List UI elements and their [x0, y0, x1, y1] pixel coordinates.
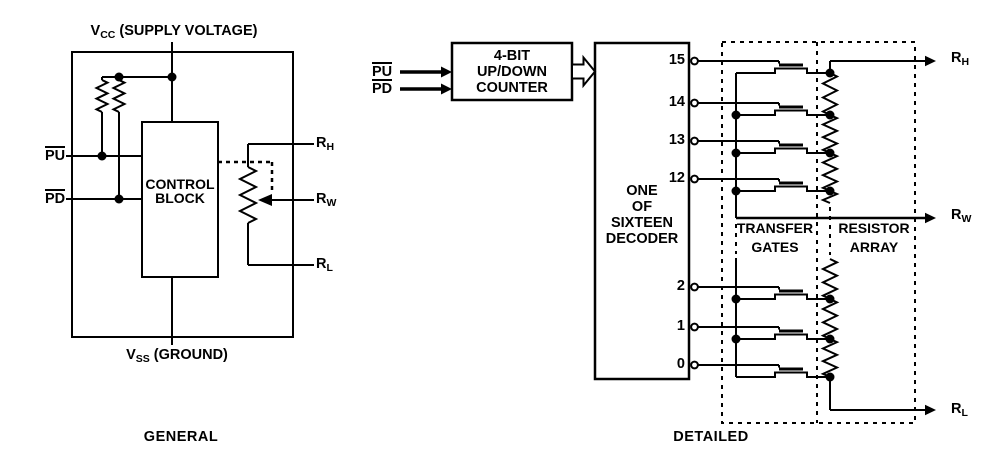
- decoder-output-0: 0: [676, 356, 685, 372]
- decoder-output-12: 12: [668, 170, 685, 186]
- rl-label-detailed: RL: [951, 401, 968, 419]
- rw-label-detailed: RW: [951, 207, 972, 225]
- decoder-box: [593, 41, 691, 381]
- detailed-junction-dots: [731, 68, 835, 382]
- pu-label-detailed: PU: [372, 62, 393, 80]
- rh-label-detailed: RH: [951, 50, 970, 68]
- rh-label-general: RH: [316, 135, 335, 153]
- transfer-gate-row-14: [690, 98, 830, 116]
- transfer-gates-dashed-box: [721, 41, 916, 424]
- decoder-output-15: 15: [668, 52, 685, 68]
- decoder-output-14: 14: [668, 94, 685, 110]
- pu-arrow: [400, 66, 452, 78]
- resistor-array-label: RESISTOR ARRAY: [838, 220, 910, 255]
- decoder-output-13: 13: [668, 132, 685, 148]
- general-junction-dots: [97, 72, 177, 204]
- pullup-resistor-left-icon: [94, 77, 110, 156]
- pd-label-detailed: PD: [372, 79, 393, 97]
- general-outer-box: [71, 51, 294, 338]
- bus-arrow-icon: [571, 54, 597, 89]
- transfer-gates-label: TRANSFER GATES: [736, 220, 814, 255]
- vss-label: VSS(GROUND): [126, 347, 228, 365]
- transfer-gate-row-13: [690, 136, 830, 154]
- wiper-arrowhead: [258, 194, 272, 206]
- detailed-caption: DETAILED: [673, 429, 749, 445]
- vcc-label: VCC(SUPPLY VOLTAGE): [90, 23, 258, 41]
- transfer-gate-row-0: [690, 360, 830, 378]
- potentiometer-icon: [237, 143, 314, 266]
- pd-label-general: PD: [45, 189, 66, 207]
- decoder-output-2: 2: [676, 278, 685, 294]
- control-block-label: CONTROL BLOCK: [145, 176, 215, 206]
- control-block-box: [141, 121, 219, 278]
- rw-label-general: RW: [316, 191, 337, 209]
- pu-label-general: PU: [45, 146, 66, 164]
- transfer-gate-row-12: [690, 174, 830, 192]
- wiper-control-dashed-wire: [218, 160, 274, 192]
- decoder-output-1: 1: [676, 318, 685, 334]
- decoder-label: ONE OF SIXTEEN DECODER: [605, 183, 679, 247]
- transfer-gate-row-1: [690, 322, 830, 340]
- rw-output-arrow: [736, 212, 936, 224]
- general-caption: GENERAL: [143, 429, 219, 445]
- transfer-gate-row-2: [690, 282, 830, 300]
- rh-output-arrow: [830, 55, 936, 67]
- resistor-chain-icon: [820, 61, 840, 378]
- transfer-gate-row-15: [690, 56, 830, 74]
- pullup-resistor-right-icon: [111, 77, 127, 199]
- vcc-wire: [102, 42, 173, 122]
- rl-label-general: RL: [316, 256, 333, 274]
- pd-arrow: [400, 83, 452, 95]
- counter-label: 4-BIT UP/DOWN COUNTER: [476, 48, 548, 96]
- rl-output-arrow: [829, 377, 936, 416]
